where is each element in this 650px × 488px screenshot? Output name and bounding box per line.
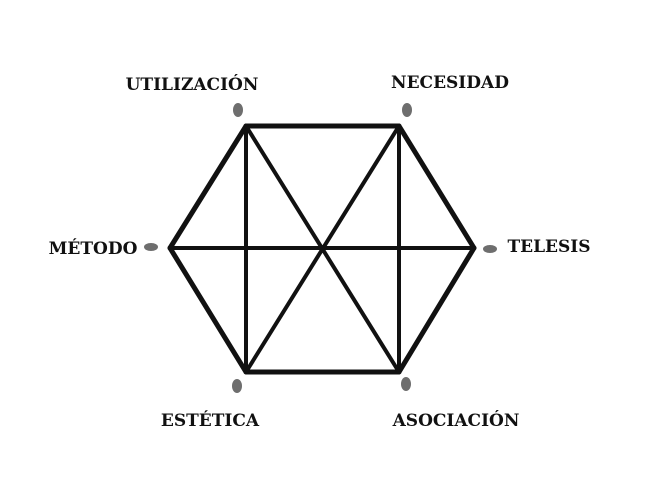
- marker-necesidad: [402, 103, 412, 117]
- vertex-markers: [144, 103, 497, 393]
- marker-telesis: [483, 245, 497, 253]
- line-necesidad-telesis: [396, 123, 477, 251]
- label-telesis: TELESIS: [507, 237, 590, 257]
- label-estetica: ESTÉTICA: [161, 410, 260, 431]
- line-estetica-metodo: [167, 245, 249, 375]
- label-asociacion: ASOCIACIÓN: [392, 410, 520, 431]
- marker-estetica: [232, 379, 242, 393]
- marker-utilizacion: [233, 103, 243, 117]
- marker-metodo: [144, 243, 158, 251]
- marker-asociacion: [401, 377, 411, 391]
- label-utilizacion: UTILIZACIÓN: [126, 74, 259, 95]
- label-necesidad: NECESIDAD: [391, 73, 509, 93]
- line-metodo-utilizacion: [167, 123, 249, 251]
- diagram-lines: [167, 123, 477, 375]
- line-telesis-asociacion: [396, 245, 477, 375]
- label-metodo: MÉTODO: [49, 238, 138, 259]
